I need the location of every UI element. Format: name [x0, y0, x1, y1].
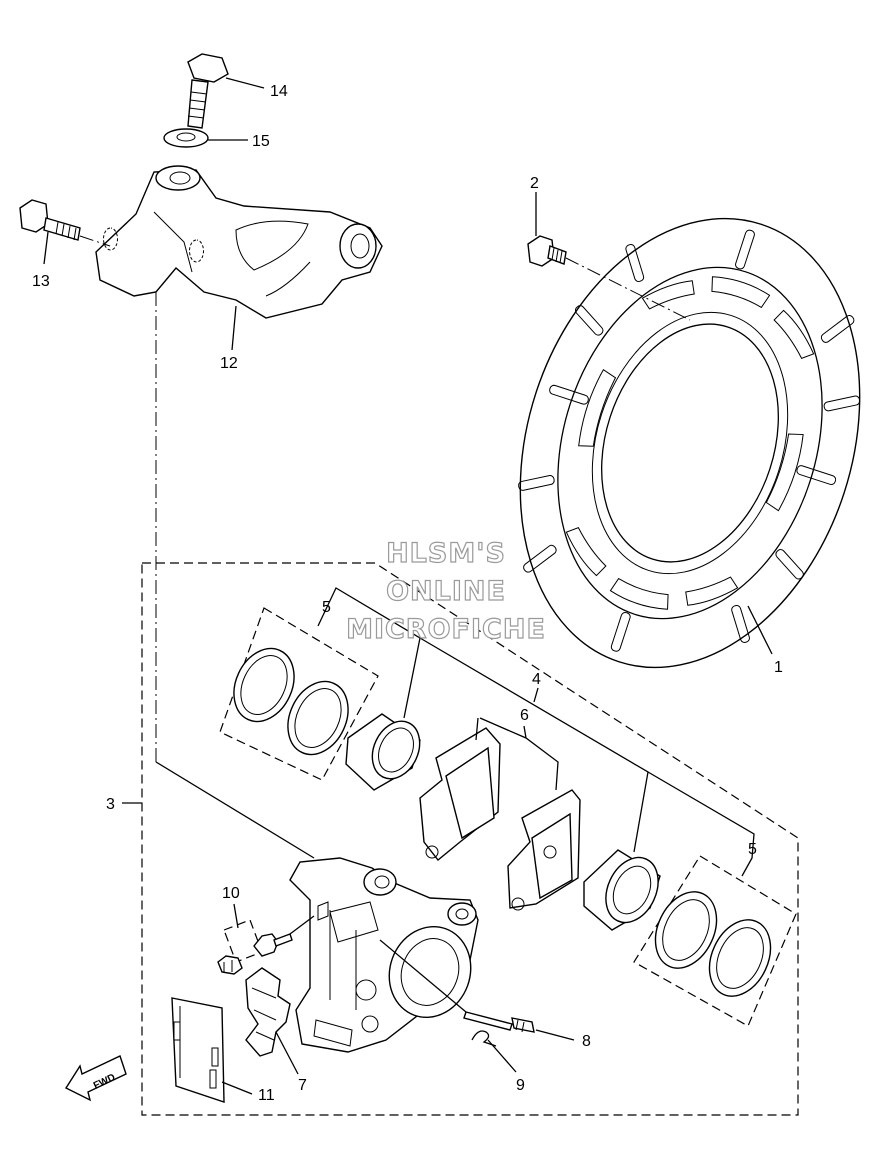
callout-5-left[interactable]: 5 — [322, 599, 331, 616]
washer-15[interactable] — [163, 128, 209, 148]
watermark-line-1: HLSM'S — [386, 538, 506, 569]
pad-pin-axis — [379, 939, 467, 1013]
callout-13[interactable]: 13 — [32, 273, 50, 290]
piston-right[interactable] — [583, 849, 668, 931]
watermark-line-2: ONLINE — [386, 576, 506, 607]
caliper-bracket[interactable] — [95, 165, 383, 319]
forward-direction-arrow: FWD — [64, 1055, 127, 1102]
callout-8[interactable]: 8 — [582, 1033, 591, 1050]
pad-shim[interactable] — [171, 997, 225, 1103]
callout-12[interactable]: 12 — [220, 355, 238, 372]
callout-5-right[interactable]: 5 — [748, 841, 757, 858]
caliper-body[interactable] — [289, 857, 483, 1053]
callout-7[interactable]: 7 — [298, 1077, 307, 1094]
callout-10[interactable]: 10 — [222, 885, 240, 902]
leader-lines — [43, 77, 773, 1095]
callout-11[interactable]: 11 — [258, 1087, 275, 1104]
bleed-screw[interactable] — [217, 933, 293, 975]
callout-labels: 1 2 3 4 5 5 6 7 8 9 10 11 12 13 14 15 — [32, 83, 783, 1104]
piston-seal-right-a[interactable] — [644, 882, 729, 978]
bleed-screw-axis — [289, 915, 315, 935]
callout-14[interactable]: 14 — [270, 83, 288, 100]
bracket-bolt-13[interactable] — [19, 199, 81, 241]
callout-6[interactable]: 6 — [520, 707, 529, 724]
brake-disc[interactable] — [465, 174, 894, 712]
pad-pin[interactable] — [463, 1011, 535, 1033]
callout-3[interactable]: 3 — [106, 796, 115, 813]
callout-1[interactable]: 1 — [774, 659, 783, 676]
pin-clip[interactable] — [471, 1030, 497, 1047]
callout-4[interactable]: 4 — [532, 671, 541, 688]
piston-seal-left-a[interactable] — [223, 639, 306, 732]
caliper-assembly-boundary — [141, 562, 799, 1116]
callout-9[interactable]: 9 — [516, 1077, 525, 1094]
brake-pad-front[interactable] — [419, 727, 501, 861]
rotor-bolt-axis — [565, 257, 691, 321]
rotor-bolt[interactable] — [527, 235, 567, 267]
pad-spring[interactable] — [245, 967, 291, 1057]
callout-2[interactable]: 2 — [530, 175, 539, 192]
bracket-bolt-14[interactable] — [187, 53, 229, 129]
brake-pad-rear[interactable] — [507, 789, 581, 911]
bolt-13-axis — [79, 235, 111, 247]
seal-group-right-boundary — [633, 855, 797, 1027]
piston-left[interactable] — [345, 713, 429, 791]
piston-seal-left-b[interactable] — [277, 672, 360, 765]
bleed-screw-boundary — [223, 919, 263, 963]
watermark-line-3: MICROFICHE — [346, 614, 546, 645]
watermark: HLSM'S ONLINE MICROFICHE — [345, 537, 546, 645]
callout-15[interactable]: 15 — [252, 133, 270, 150]
piston-seal-right-b[interactable] — [698, 910, 783, 1006]
